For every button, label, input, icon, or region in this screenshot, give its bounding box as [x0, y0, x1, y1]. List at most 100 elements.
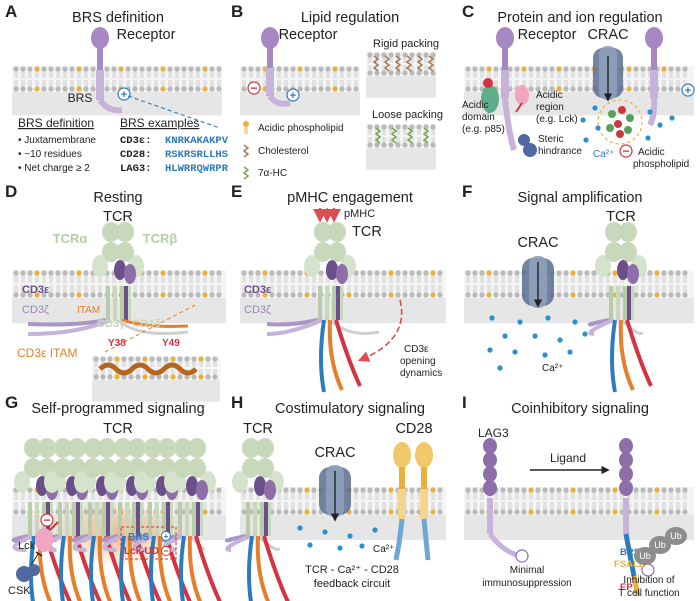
legend-acidic-phospholipid: Acidic phospholipid — [258, 123, 344, 134]
example-seq: KNRKAKAKPV — [165, 135, 229, 147]
panel-i-letter: I — [462, 393, 467, 412]
cd3e-label: CD3ε — [22, 284, 50, 296]
ca-label: Ca²⁺ — [593, 149, 614, 160]
ub-label: Ub — [654, 540, 666, 550]
membrane-bilayer — [12, 66, 222, 116]
plus-charge-icon — [117, 87, 131, 101]
example-seq: RSKRSRLLHS — [165, 149, 228, 161]
receptor-tm — [266, 68, 274, 96]
brs-label: BRS — [68, 91, 93, 105]
dynamics-label: dynamics — [400, 368, 442, 379]
panel-b: B Lipid regulation Receptor − + Rigid pa… — [231, 2, 443, 180]
panel-f: F Signal amplification CRAC TCR Ca²⁺ — [462, 182, 653, 393]
lck-ud-label: Lck-UD — [124, 546, 159, 557]
panel-h-letter: H — [231, 393, 243, 412]
panel-d-letter: D — [5, 182, 17, 201]
svg-text:+: + — [685, 85, 691, 97]
acidic-domain-label: (e.g. p85) — [462, 124, 505, 135]
panel-e: E pMHC engagement pMHC TCR CD3ε CD3ζ CD3… — [231, 182, 442, 393]
def-item: • Juxtamembrane — [18, 135, 96, 146]
panel-a-title: BRS definition — [72, 10, 164, 26]
acidic-phospholipid-icon — [243, 121, 249, 127]
svg-text:−: − — [622, 144, 629, 158]
membrane-bilayer — [464, 66, 694, 116]
panel-f-title: Signal amplification — [518, 190, 643, 206]
lag3-receptor-right — [619, 438, 655, 597]
y38-label: Y38 — [108, 338, 126, 349]
receptor-head — [496, 27, 514, 49]
panel-e-title: pMHC engagement — [287, 190, 413, 206]
tcr-beta-label: TCRβ — [143, 231, 178, 246]
panel-d-title: Resting — [93, 190, 142, 206]
rigid-packing-label: Rigid packing — [373, 38, 439, 50]
tcr-label: TCR — [352, 224, 382, 240]
receptor-tail — [502, 97, 517, 151]
minus-charge-icon — [247, 81, 261, 95]
acidic-region-label: (e.g. Lck) — [536, 114, 578, 125]
receptor-tm — [501, 70, 509, 98]
plus-sign: + — [290, 90, 296, 102]
receptor-label: Receptor — [117, 27, 176, 43]
brs-def-heading: BRS definition — [18, 116, 94, 130]
acidic-domain-label: domain — [462, 112, 495, 123]
calcium-ions-f — [487, 315, 588, 371]
receptor-tail — [267, 94, 291, 107]
svg-text:−: − — [43, 513, 50, 527]
panel-a-letter: A — [5, 2, 17, 21]
panel-i: I Coinhibitory signaling LAG3 Ligand BRS… — [462, 393, 687, 599]
dynamics-label: CD3ε — [404, 344, 429, 355]
panel-b-title: Lipid regulation — [301, 10, 399, 26]
tcr-complex — [225, 438, 290, 601]
panel-h-title: Costimulatory signaling — [275, 401, 425, 417]
example-name: LAG3: — [120, 163, 152, 175]
cd3e-label: CD3ε — [244, 284, 272, 296]
csk-label: CSK — [8, 585, 31, 597]
membrane-bilayer — [92, 356, 220, 402]
hydroxycholesterol-icon — [242, 166, 250, 180]
ligand-label: Ligand — [550, 451, 586, 465]
lag3-receptor-left — [483, 438, 529, 563]
calcium-cluster-outline — [597, 99, 643, 145]
itam-label: ITAM — [77, 305, 100, 316]
loose-packing-label: Loose packing — [372, 109, 443, 121]
panel-d: D Resting TCR TCRα TCRβ CD3ε CD3ζ ITAM C… — [5, 182, 220, 402]
panel-a: A BRS definition Receptor BRS + BRS defi… — [5, 2, 229, 175]
brs-examples-heading: BRS examples — [120, 116, 199, 130]
outcome-label: T cell function — [618, 588, 680, 599]
zoom-line — [104, 304, 196, 353]
cd3g-label: CD3γ — [97, 318, 126, 330]
y49-label: Y49 — [162, 338, 180, 349]
minus-charge-icon — [619, 144, 633, 158]
cd3d-label: CD3δ — [132, 318, 161, 330]
ep-label: EP — [620, 582, 633, 593]
cd3z-label: CD3ζ — [244, 304, 271, 316]
def-item: • ~10 residues — [18, 149, 82, 160]
acidic-phospholipid-label: Acidic — [638, 147, 665, 158]
receptor-label: Receptor — [279, 27, 338, 43]
membrane-bilayer — [464, 270, 694, 324]
brs-label: BRS — [128, 532, 149, 543]
steric-hindrance-label: Steric — [538, 134, 564, 145]
dynamics-label: opening — [400, 356, 436, 367]
tcr-label: TCR — [103, 421, 133, 437]
receptor-stalk — [97, 48, 103, 70]
acidic-domain-shape — [481, 85, 499, 113]
tcr-complex — [266, 222, 380, 393]
minus-sign: − — [250, 81, 257, 95]
acidic-region-label: region — [536, 102, 564, 113]
receptor-stalk — [502, 48, 508, 70]
cd3z-label: CD3ζ — [22, 304, 49, 316]
lck-label: Lck — [18, 540, 36, 552]
panel-g-letter: G — [5, 393, 18, 412]
receptor-head — [261, 27, 279, 49]
lag3-label: LAG3 — [478, 426, 509, 440]
loose-packing-illustration — [374, 127, 430, 144]
cd28-label: CD28 — [395, 421, 432, 437]
panel-c: C Protein and ion regulation Receptor Ac… — [462, 2, 695, 170]
membrane-bilayer — [464, 487, 694, 541]
feedback-label: TCR - Ca²⁺ - CD28 — [305, 564, 399, 576]
brs-label: BRS — [620, 547, 640, 558]
tcr-label: TCR — [606, 209, 636, 225]
example-name: CD28: — [120, 149, 152, 161]
crac-label: CRAC — [314, 445, 355, 461]
